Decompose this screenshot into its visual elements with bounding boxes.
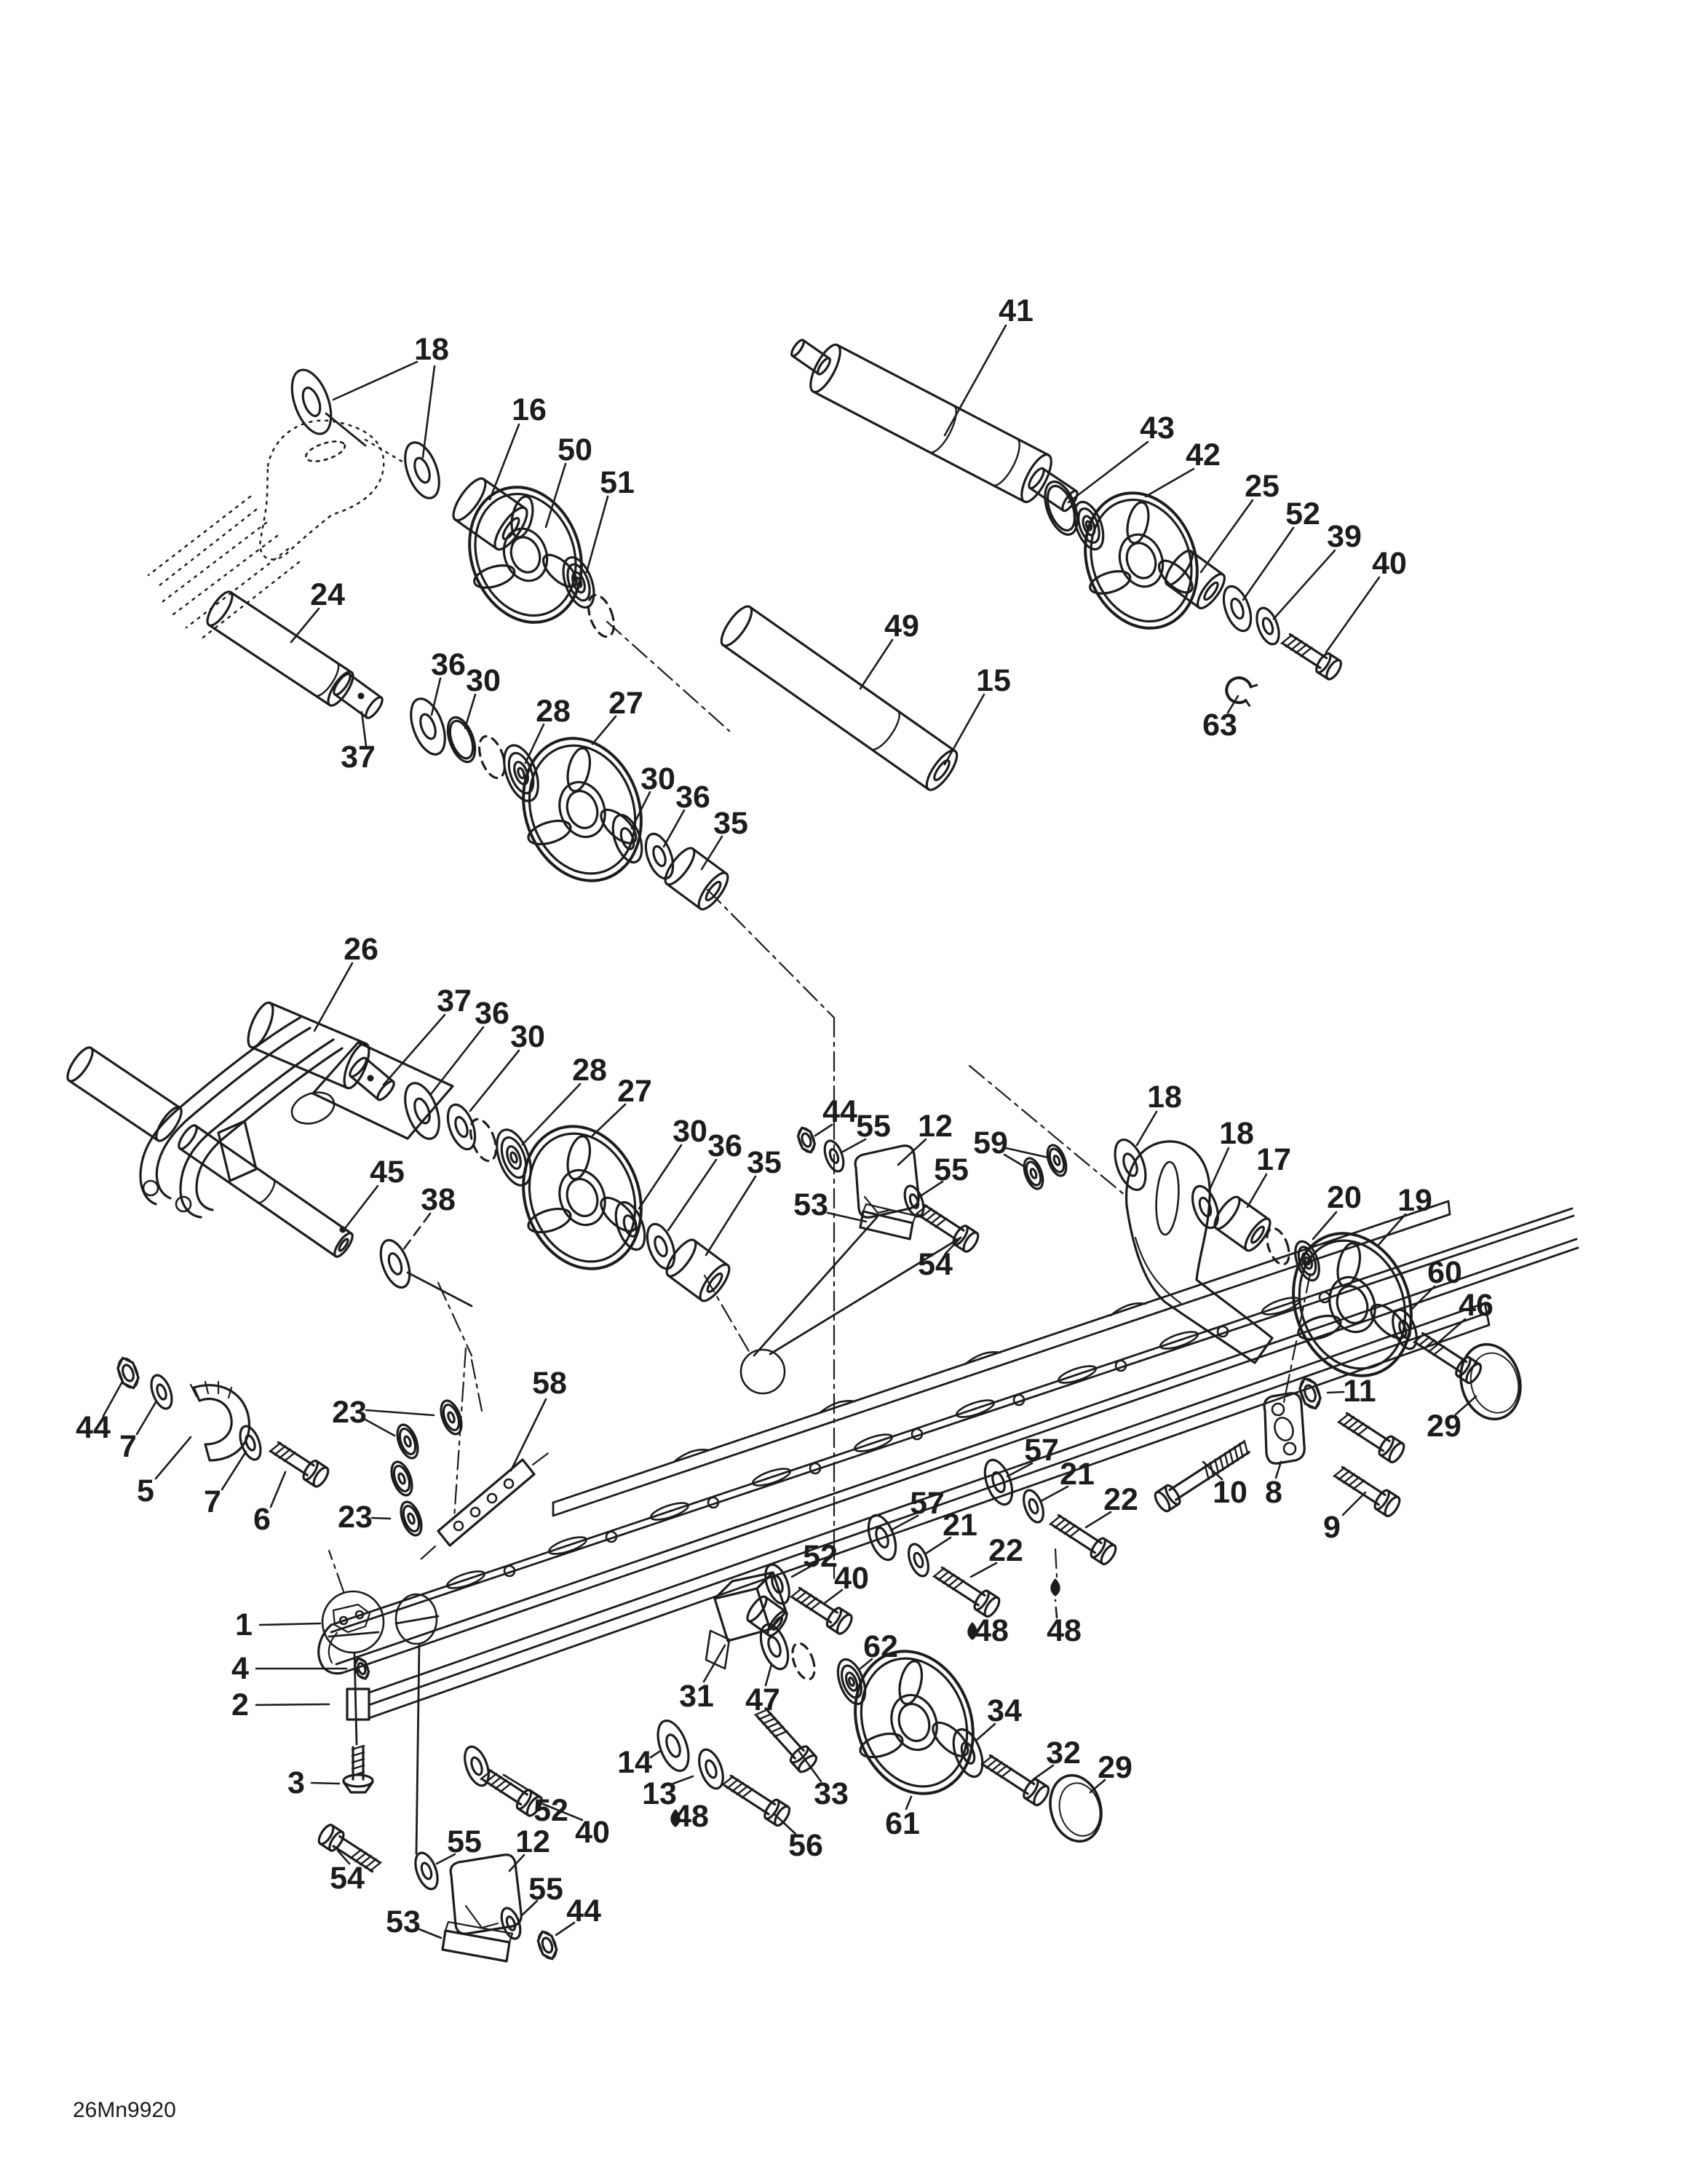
part-label-55: 55 (528, 1872, 563, 1907)
part-label-18: 18 (1219, 1116, 1254, 1151)
part-label-36: 36 (431, 647, 466, 682)
part-label-34: 34 (987, 1693, 1022, 1728)
part-label-45: 45 (370, 1155, 405, 1190)
part-label-42: 42 (1186, 438, 1221, 472)
part-label-18: 18 (414, 332, 449, 367)
part-label-28: 28 (572, 1053, 607, 1088)
part-label-53: 53 (793, 1187, 828, 1222)
part-label-20: 20 (1327, 1180, 1362, 1215)
part-label-8: 8 (1265, 1475, 1282, 1510)
part-label-18: 18 (1147, 1080, 1182, 1115)
part-label-21: 21 (1060, 1457, 1095, 1492)
part-label-47: 47 (745, 1682, 780, 1717)
part-label-4: 4 (231, 1651, 249, 1686)
part-label-41: 41 (999, 293, 1034, 328)
part-label-3: 3 (287, 1765, 305, 1800)
part-label-59: 59 (973, 1125, 1008, 1160)
part-label-24: 24 (310, 577, 345, 612)
part-label-40: 40 (1372, 546, 1407, 581)
part-label-27: 27 (608, 686, 643, 721)
part-label-50: 50 (558, 432, 592, 467)
part-label-36: 36 (675, 780, 710, 815)
part-label-25: 25 (1245, 469, 1280, 504)
part-label-2: 2 (231, 1688, 249, 1722)
part-label-23: 23 (338, 1500, 373, 1535)
part-label-60: 60 (1427, 1255, 1462, 1290)
part-label-30: 30 (510, 1019, 545, 1054)
part-label-53: 53 (386, 1904, 421, 1939)
part-label-61: 61 (885, 1806, 920, 1841)
part-label-63: 63 (1202, 708, 1237, 743)
part-label-29: 29 (1098, 1750, 1132, 1785)
part-label-7: 7 (204, 1484, 221, 1519)
part-label-48: 48 (1047, 1613, 1082, 1648)
part-label-30: 30 (466, 663, 501, 698)
part-label-7: 7 (119, 1429, 137, 1464)
part-label-57: 57 (1024, 1433, 1059, 1468)
part-label-55: 55 (934, 1152, 969, 1187)
part-label-40: 40 (834, 1561, 869, 1596)
part-label-44: 44 (76, 1410, 111, 1445)
part-label-33: 33 (814, 1776, 849, 1811)
part-label-37: 37 (341, 740, 376, 775)
part-label-10: 10 (1213, 1475, 1247, 1510)
part-label-52: 52 (803, 1539, 838, 1574)
part-label-38: 38 (421, 1182, 456, 1217)
part-label-26: 26 (344, 932, 378, 967)
part-label-30: 30 (640, 761, 675, 796)
part-label-11: 11 (1343, 1374, 1376, 1409)
part-label-15: 15 (976, 663, 1011, 698)
part-label-6: 6 (253, 1502, 271, 1537)
part-label-55: 55 (447, 1824, 482, 1859)
part-label-46: 46 (1459, 1288, 1493, 1323)
part-label-12: 12 (918, 1109, 953, 1144)
part-label-16: 16 (512, 392, 547, 427)
part-label-12: 12 (515, 1824, 550, 1859)
part-label-36: 36 (475, 996, 509, 1031)
part-label-62: 62 (863, 1629, 898, 1664)
part-label-28: 28 (536, 694, 571, 729)
document-code: 26Mn9920 (73, 2098, 176, 2122)
part-label-55: 55 (856, 1109, 891, 1144)
part-label-37: 37 (437, 984, 472, 1018)
part-label-14: 14 (617, 1745, 652, 1780)
part-label-17: 17 (1256, 1142, 1291, 1177)
part-label-48: 48 (974, 1613, 1009, 1648)
part-label-44: 44 (822, 1094, 857, 1129)
part-label-51: 51 (600, 465, 635, 500)
part-label-22: 22 (988, 1533, 1023, 1568)
part-label-35: 35 (713, 806, 748, 841)
part-label-35: 35 (747, 1145, 782, 1180)
part-label-48: 48 (674, 1799, 709, 1834)
part-label-29: 29 (1427, 1409, 1461, 1444)
part-label-56: 56 (788, 1828, 823, 1863)
part-label-1: 1 (235, 1607, 253, 1642)
part-label-32: 32 (1046, 1736, 1081, 1770)
part-label-23: 23 (332, 1395, 367, 1430)
part-label-57: 57 (910, 1486, 945, 1521)
part-label-52: 52 (1285, 496, 1320, 531)
part-label-21: 21 (943, 1508, 977, 1543)
part-label-22: 22 (1103, 1482, 1138, 1517)
part-label-49: 49 (884, 609, 919, 644)
part-label-52: 52 (533, 1793, 568, 1828)
part-label-58: 58 (532, 1366, 567, 1401)
part-label-19: 19 (1397, 1183, 1432, 1218)
part-label-40: 40 (575, 1815, 610, 1850)
part-label-44: 44 (566, 1894, 601, 1928)
part-label-54: 54 (918, 1247, 953, 1282)
part-label-5: 5 (137, 1473, 154, 1508)
part-label-43: 43 (1140, 411, 1175, 446)
part-label-27: 27 (617, 1074, 652, 1109)
part-label-39: 39 (1327, 519, 1362, 554)
part-label-54: 54 (330, 1861, 365, 1896)
part-label-31: 31 (679, 1679, 714, 1714)
part-label-30: 30 (673, 1114, 707, 1149)
part-label-36: 36 (707, 1128, 742, 1163)
part-label-13: 13 (642, 1776, 677, 1811)
part-label-9: 9 (1323, 1510, 1341, 1545)
